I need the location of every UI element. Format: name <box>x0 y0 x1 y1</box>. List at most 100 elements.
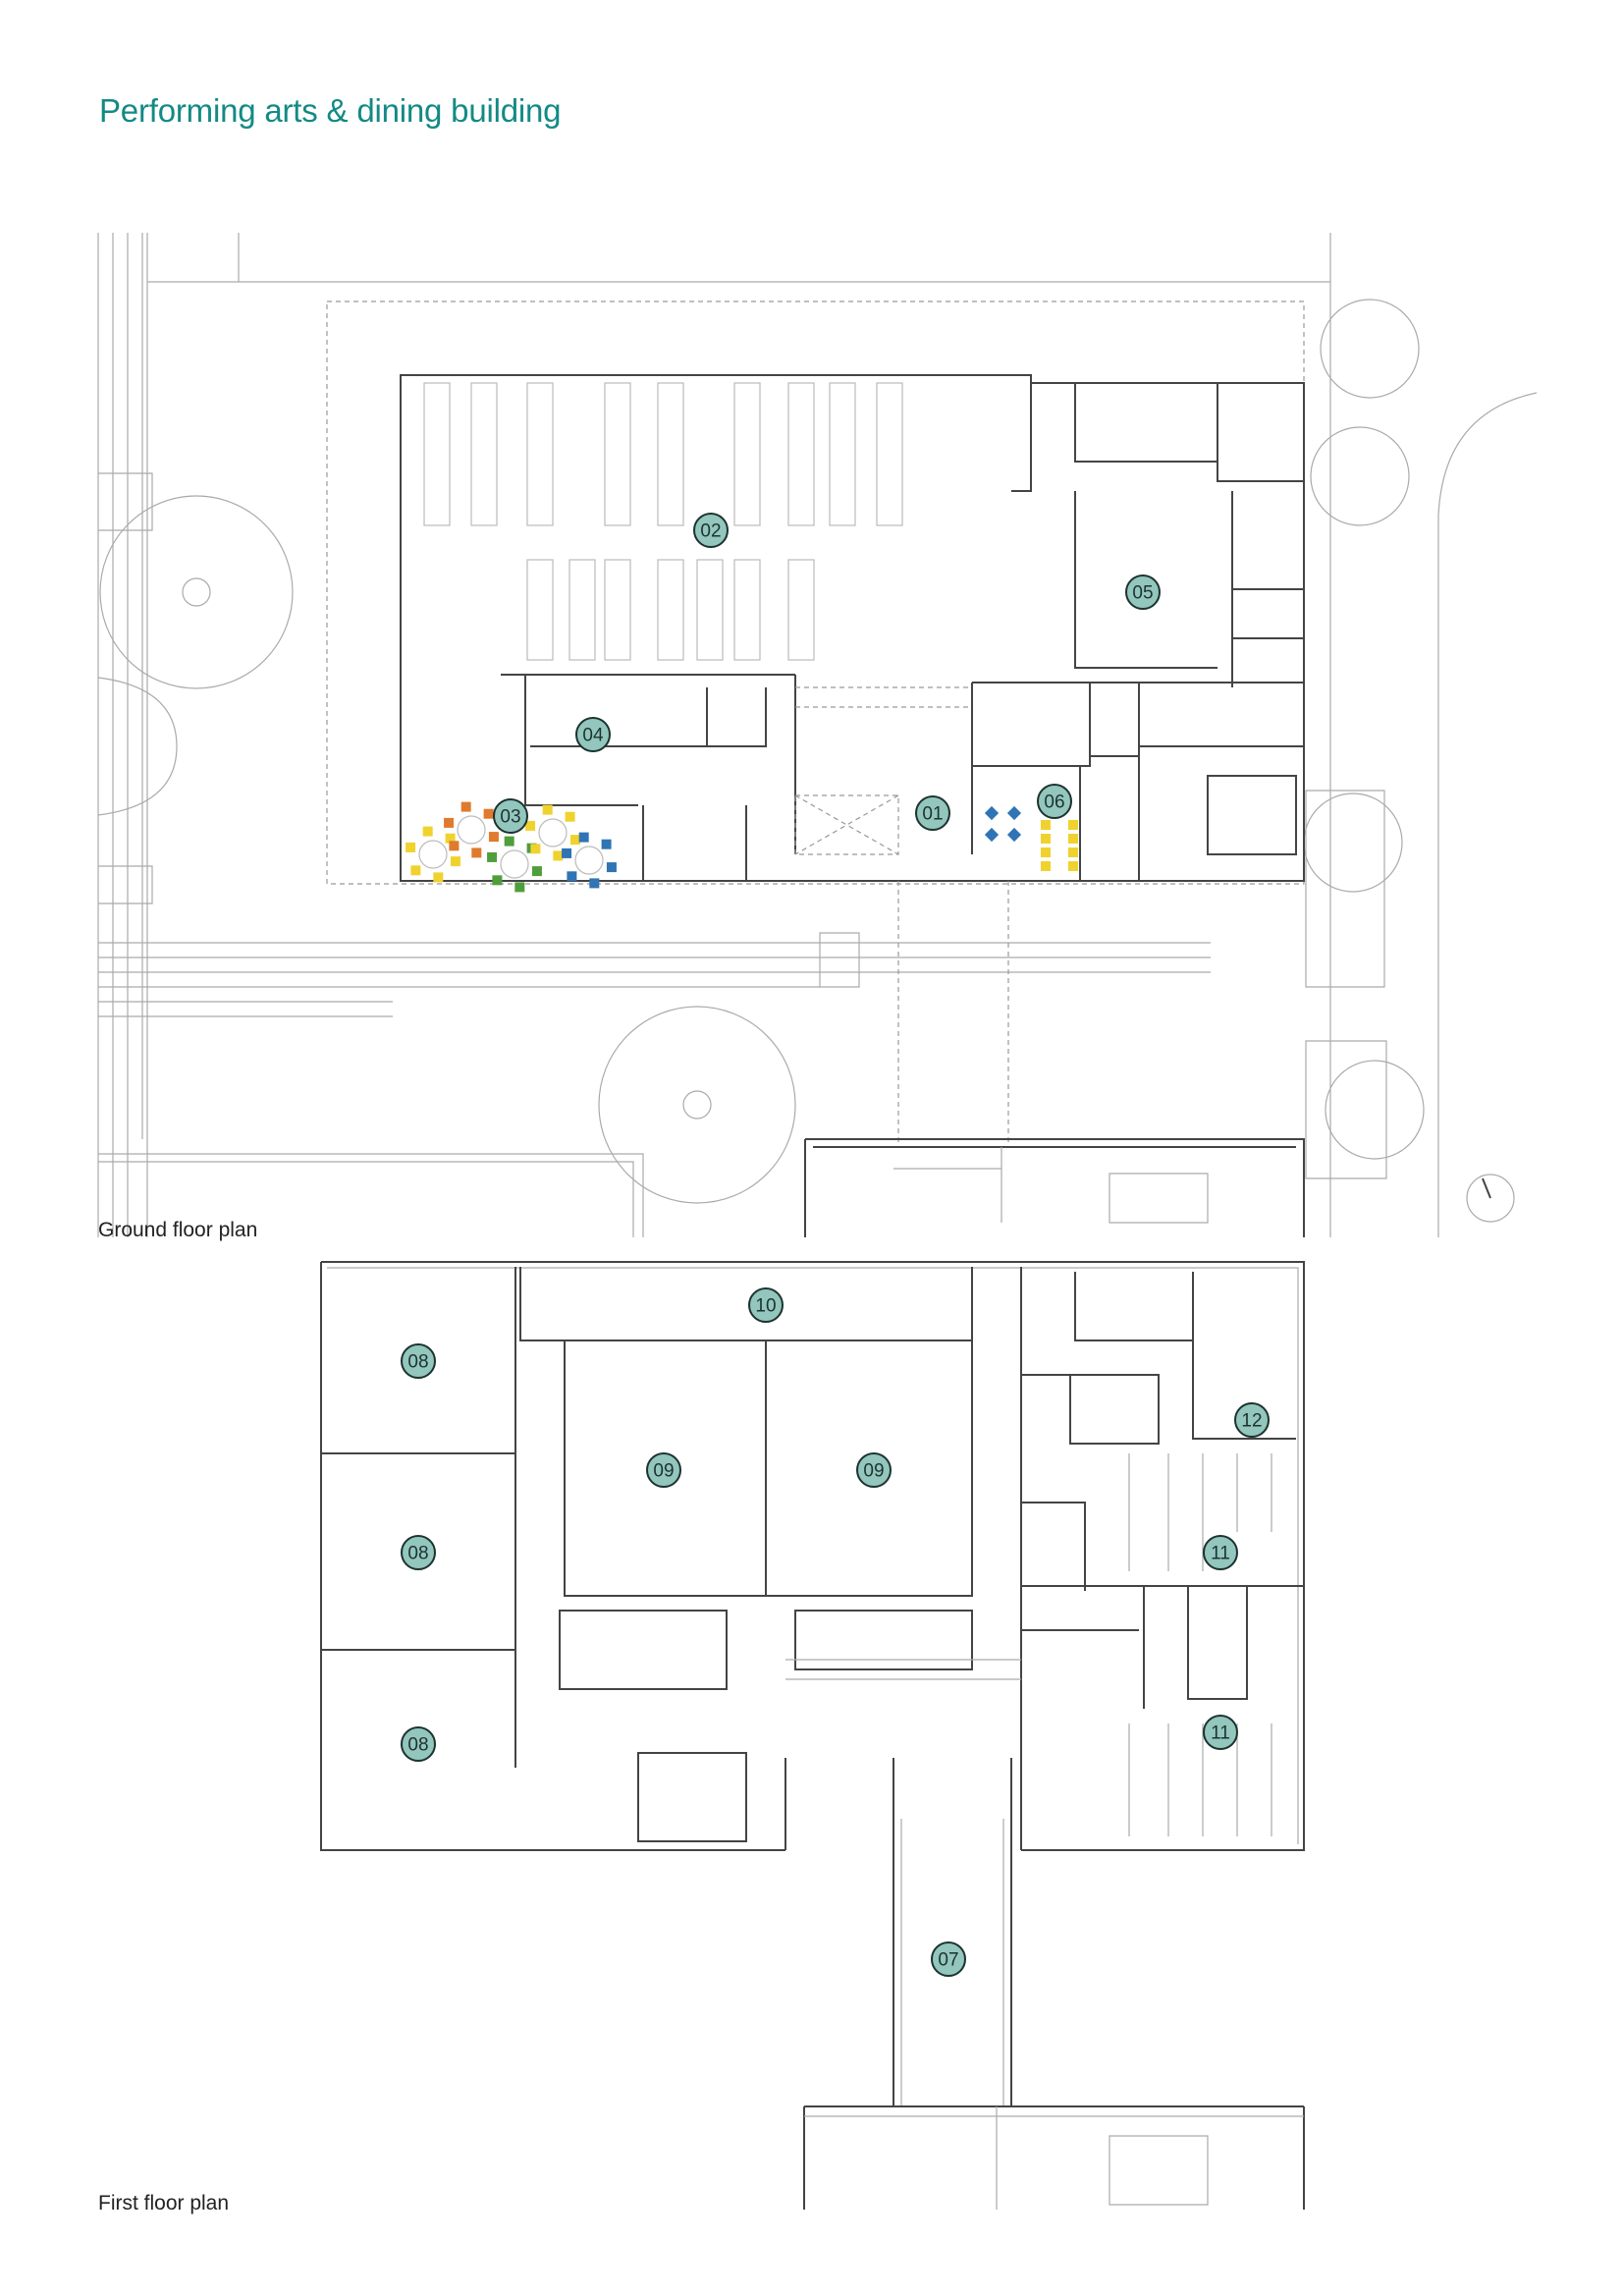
chair <box>525 820 536 831</box>
room-marker-circle <box>856 1452 892 1488</box>
chair <box>553 850 564 861</box>
chair <box>1006 827 1022 843</box>
first-floor-caption: First floor plan <box>98 2192 230 2214</box>
chair <box>531 866 542 877</box>
chair <box>504 836 514 847</box>
chair <box>483 808 494 819</box>
dining-table <box>526 382 554 526</box>
room-marker-10: 10 <box>748 1287 784 1323</box>
room-marker-circle <box>646 1452 681 1488</box>
chair <box>567 871 577 882</box>
chair <box>569 835 580 846</box>
dining-table <box>568 559 596 661</box>
dining-tables <box>423 382 903 661</box>
dining-table <box>657 559 684 661</box>
room-marker-circle <box>931 1941 966 1977</box>
chair <box>562 847 572 858</box>
room-marker-07: 07 <box>931 1941 966 1977</box>
cafe-chairs <box>406 801 1078 893</box>
chair <box>410 865 421 876</box>
chair <box>445 833 456 844</box>
room-number: 11 <box>1211 1723 1230 1744</box>
chair <box>601 839 612 849</box>
room-marker-08: 08 <box>401 1343 436 1379</box>
ground-floor-caption: Ground floor plan <box>98 1219 258 1241</box>
chair <box>450 856 460 867</box>
dining-table <box>604 382 631 526</box>
chair <box>460 801 471 812</box>
dining-table <box>876 382 903 526</box>
room-marker-12: 12 <box>1234 1402 1270 1438</box>
ground-floor-room-markers: 01 02 03 04 05 06 <box>493 513 1161 834</box>
chair <box>984 805 1000 821</box>
chair <box>542 804 553 815</box>
room-marker-circle <box>1203 1715 1238 1750</box>
room-number: 03 <box>500 807 520 828</box>
room-marker-05: 05 <box>1125 574 1161 610</box>
room-marker-circle <box>401 1343 436 1379</box>
room-number: 08 <box>407 1352 428 1373</box>
chair <box>1068 861 1078 871</box>
chair <box>1068 834 1078 844</box>
room-number: 04 <box>582 726 604 746</box>
room-number: 07 <box>938 1950 958 1971</box>
room-number: 09 <box>653 1461 674 1482</box>
chair <box>422 826 433 837</box>
dining-table <box>657 382 684 526</box>
chair <box>488 832 499 843</box>
room-marker-circle <box>693 513 729 548</box>
chair <box>444 817 455 828</box>
dining-table <box>423 382 451 526</box>
chair <box>1041 861 1051 871</box>
room-marker-04: 04 <box>575 717 611 752</box>
dining-table <box>733 382 761 526</box>
dining-table <box>604 559 631 661</box>
chair <box>1006 805 1022 821</box>
chair <box>984 827 1000 843</box>
chair <box>578 832 589 843</box>
room-marker-circle <box>1234 1402 1270 1438</box>
room-marker-circle <box>915 795 950 831</box>
chair <box>1068 847 1078 857</box>
dining-table <box>787 382 815 526</box>
dining-table <box>696 559 724 661</box>
room-number: 11 <box>1211 1544 1230 1564</box>
room-marker-circle <box>401 1535 436 1570</box>
room-marker-11: 11 <box>1203 1535 1238 1570</box>
dining-table <box>470 382 498 526</box>
room-number: 02 <box>700 521 721 542</box>
room-marker-03: 03 <box>493 798 528 834</box>
room-marker-02: 02 <box>693 513 729 548</box>
chair <box>1068 820 1078 830</box>
room-marker-circle <box>748 1287 784 1323</box>
dining-table <box>829 382 856 526</box>
chair <box>1041 834 1051 844</box>
room-number: 06 <box>1044 793 1064 813</box>
chair <box>1041 847 1051 857</box>
chair <box>1041 820 1051 830</box>
ground-floor-plan: 01 02 03 04 05 06 <box>97 233 1538 1237</box>
chair <box>471 847 482 858</box>
chair <box>406 842 416 852</box>
room-marker-09: 09 <box>646 1452 681 1488</box>
chair <box>530 844 541 854</box>
room-marker-circle <box>575 717 611 752</box>
room-marker-01: 01 <box>915 795 950 831</box>
room-marker-circle <box>493 798 528 834</box>
chair <box>487 851 498 862</box>
room-number: 01 <box>922 804 943 825</box>
chair <box>492 875 503 886</box>
room-marker-circle <box>1203 1535 1238 1570</box>
chair <box>565 811 575 822</box>
room-number: 05 <box>1132 583 1153 604</box>
page-title: Performing arts & dining building <box>99 92 562 129</box>
room-marker-circle <box>401 1726 436 1762</box>
room-marker-circle <box>1125 574 1161 610</box>
chair <box>514 882 525 893</box>
room-number: 08 <box>407 1735 428 1756</box>
room-number: 12 <box>1241 1411 1262 1432</box>
room-marker-06: 06 <box>1037 784 1072 819</box>
